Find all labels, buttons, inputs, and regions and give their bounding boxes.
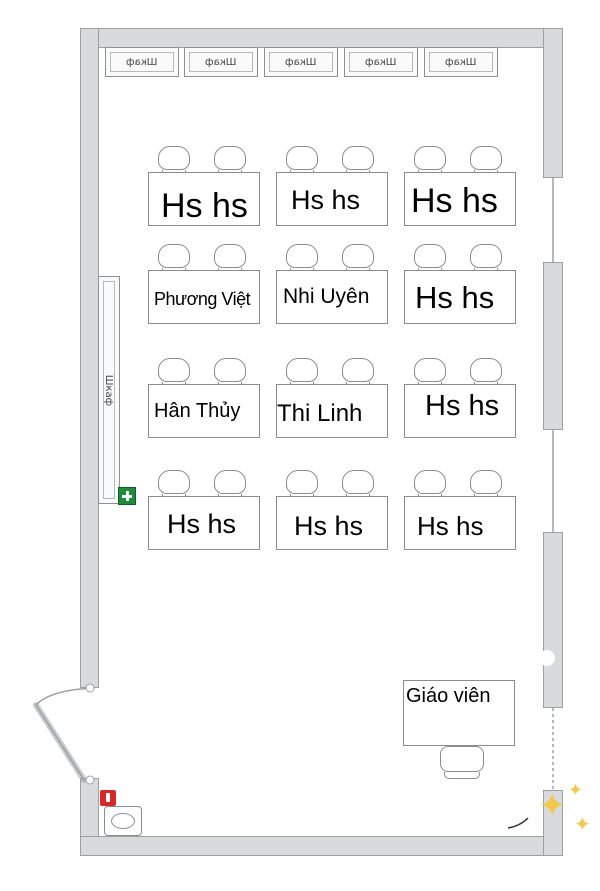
cabinet-3: Шкаф: [264, 47, 338, 77]
chair: [342, 244, 374, 275]
teacher-desk-label: Giáo viên: [406, 685, 491, 707]
chair: [342, 358, 374, 389]
chair: [470, 244, 502, 275]
chair: [470, 470, 502, 501]
cabinet-5: Шкаф: [424, 47, 498, 77]
student-desk: Hs hs: [148, 496, 260, 550]
cabinet-1: Шкаф: [105, 47, 179, 77]
chair: [158, 470, 190, 501]
desk-name: Hs hs: [294, 511, 364, 541]
desk-name: Hs hs: [167, 509, 237, 539]
right-wall-segment-2: [543, 262, 563, 430]
side-cabinet-label: Шкаф: [103, 374, 115, 406]
chair: [214, 146, 246, 177]
chair: [414, 244, 446, 275]
chair: [158, 146, 190, 177]
desk-name: Hs hs: [291, 185, 361, 215]
desk-name: Hs hs: [161, 187, 248, 225]
cabinet-label: Шкаф: [365, 56, 397, 68]
sparkle-icon: ✦: [538, 786, 567, 826]
chair: [470, 146, 502, 177]
desk-name: Hs hs: [411, 182, 498, 220]
student-desk: Nhi Uyên: [276, 270, 388, 324]
chair: [214, 244, 246, 275]
chair: [286, 358, 318, 389]
desk-name: Hs hs: [417, 511, 484, 541]
desk-name: Hs hs: [415, 280, 495, 315]
desk-name: Hân Thủy: [154, 400, 241, 422]
teacher-chair: [440, 746, 484, 779]
desk-name: Nhi Uyên: [283, 285, 370, 308]
student-desk: Hs hs: [404, 270, 516, 324]
cabinet-2: Шкаф: [184, 47, 258, 77]
sparkle-icon: ✦: [574, 812, 591, 836]
cabinet-label: Шкаф: [445, 56, 477, 68]
student-desk: Hs hs: [404, 496, 516, 550]
fire-extinguisher-icon: [100, 790, 116, 806]
student-desk: Hs hs: [404, 172, 516, 226]
cabinet-label: Шкаф: [285, 56, 317, 68]
chair: [158, 358, 190, 389]
desk-name: Thi Linh: [277, 400, 363, 427]
student-desk: Phương Việt: [148, 270, 260, 324]
chair: [414, 146, 446, 177]
right-wall-segment-1: [543, 28, 563, 178]
chair: [342, 146, 374, 177]
student-desk: Hs hs: [148, 172, 260, 226]
chair: [286, 146, 318, 177]
chair: [342, 470, 374, 501]
cabinet-label: Шкаф: [205, 56, 237, 68]
student-desk: Hs hs: [404, 384, 516, 438]
student-desk: Hân Thủy: [148, 384, 260, 438]
side-cabinet: Шкаф: [98, 276, 120, 504]
sparkle-icon: ✦: [568, 780, 584, 801]
cabinet-label: Шкаф: [126, 56, 158, 68]
student-desk: Hs hs: [276, 496, 388, 550]
cabinet-4: Шкаф: [344, 47, 418, 77]
chair: [414, 358, 446, 389]
chair: [286, 470, 318, 501]
chair: [414, 470, 446, 501]
desk-name: Phương Việt: [154, 289, 251, 309]
right-wall-segment-4: [543, 790, 563, 856]
chair: [470, 358, 502, 389]
chair: [214, 470, 246, 501]
teacher-desk: Giáo viên: [403, 680, 515, 746]
desk-name: Hs hs: [425, 390, 500, 422]
chair: [214, 358, 246, 389]
chair: [158, 244, 190, 275]
first-aid-icon: [118, 487, 136, 505]
chair: [286, 244, 318, 275]
sink: [104, 806, 142, 836]
student-desk: Thi Linh: [276, 384, 388, 438]
student-desk: Hs hs: [276, 172, 388, 226]
